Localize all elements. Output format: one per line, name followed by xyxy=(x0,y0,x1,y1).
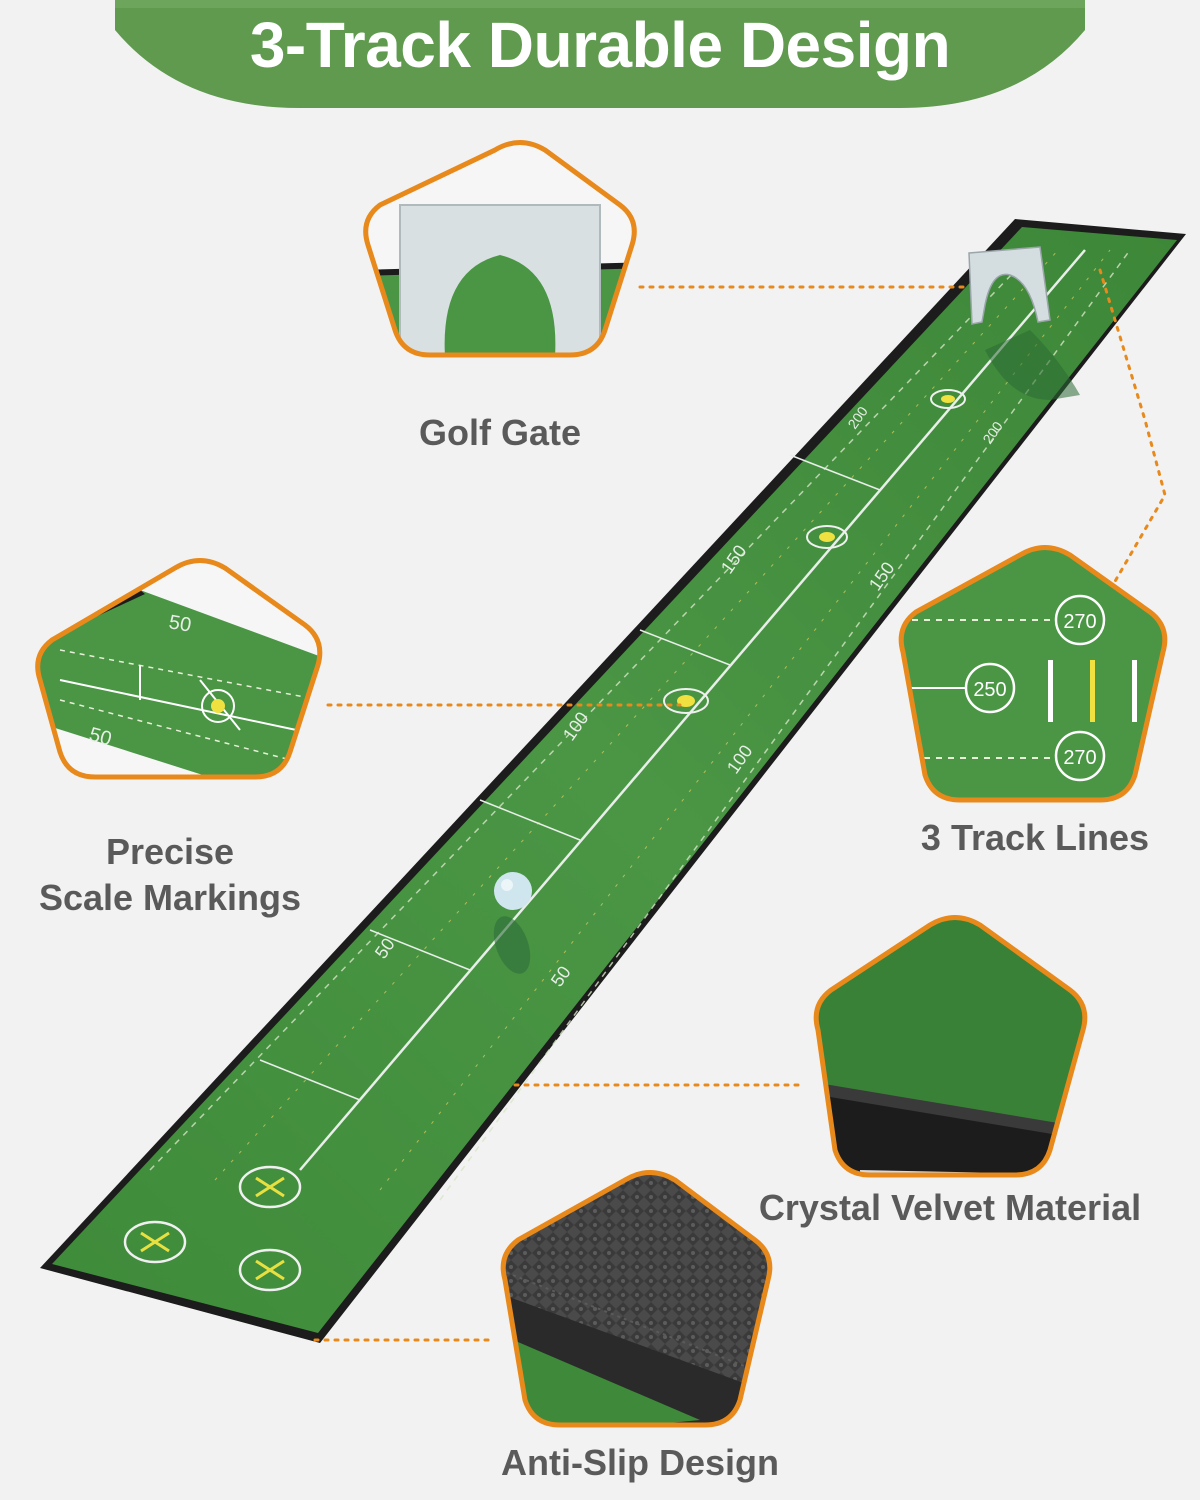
feature-label-track-lines: 3 Track Lines xyxy=(920,817,1150,858)
scale-label-top: 50 xyxy=(167,611,193,637)
start-marker xyxy=(238,1248,302,1292)
golf-gate-icon xyxy=(968,246,1080,400)
track-label-middle: 250 xyxy=(973,679,1006,701)
feature-label-golf-gate: Golf Gate xyxy=(418,412,582,453)
feature-label-precise-line1: Precise xyxy=(105,831,235,872)
page-title: 3-Track Durable Design xyxy=(249,9,951,81)
callout-connectors xyxy=(313,268,1167,1342)
putting-mat: 50 50 100 100 150 150 200 200 xyxy=(40,219,1186,1343)
callout-precise-scale: 50 50 xyxy=(35,558,323,780)
callout-golf-gate xyxy=(363,140,637,358)
start-marker xyxy=(123,1220,187,1264)
callout-track-lines: 270 250 270 xyxy=(898,545,1168,803)
feature-label-anti-slip: Anti-Slip Design xyxy=(501,1442,779,1483)
target-marker xyxy=(663,688,709,714)
feature-label-precise-line2: Scale Markings xyxy=(38,877,302,918)
track-label-bottom: 270 xyxy=(1063,747,1096,769)
target-marker xyxy=(806,525,848,549)
golf-ball-icon xyxy=(493,872,532,974)
feature-label-precise-scale: Precise Scale Markings xyxy=(20,829,320,921)
target-marker xyxy=(930,389,966,409)
start-marker xyxy=(238,1165,302,1209)
callout-velvet xyxy=(813,915,1088,1178)
feature-label-velvet: Crystal Velvet Material xyxy=(758,1187,1142,1228)
title-banner xyxy=(115,0,1085,108)
track-label-top: 270 xyxy=(1063,611,1096,633)
